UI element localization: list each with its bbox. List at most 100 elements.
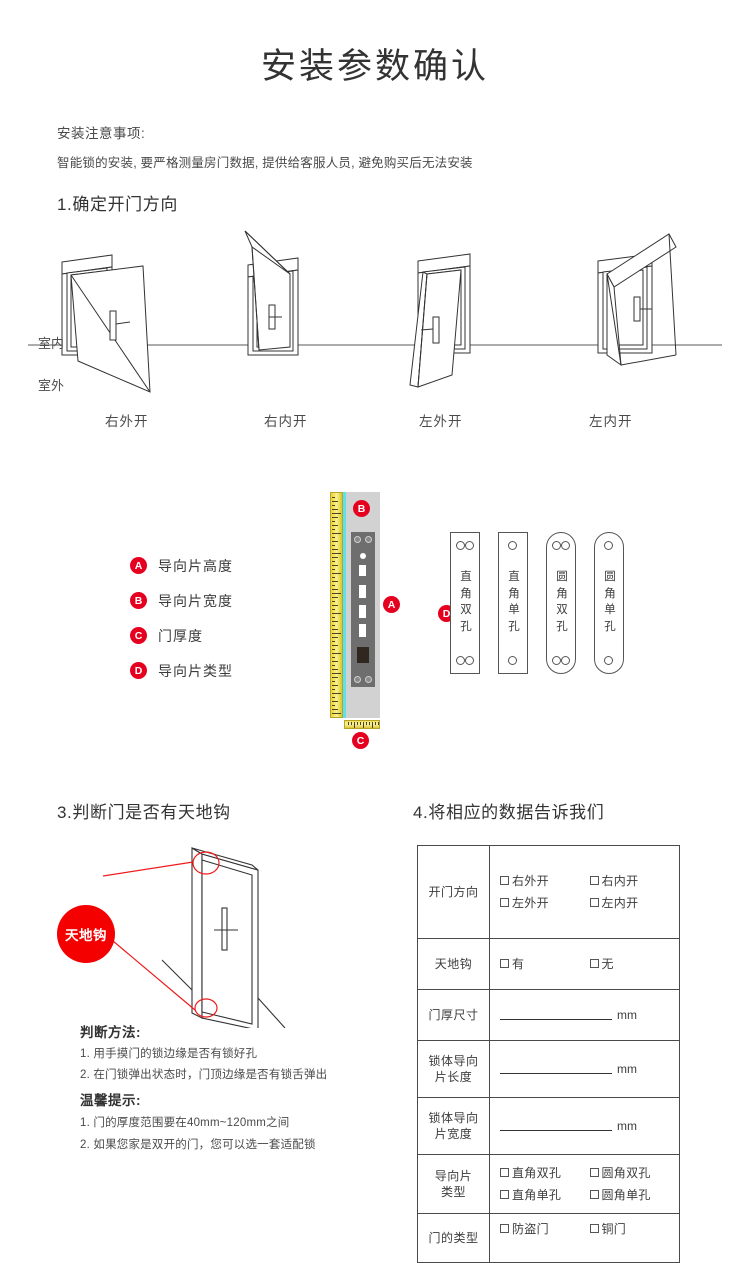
lock-strip-illustration: B A C (330, 492, 400, 749)
legend-label-c: 门厚度 (158, 627, 203, 644)
checkbox-box[interactable] (500, 1168, 509, 1177)
door-diagram-svg (28, 230, 722, 393)
checkbox-copper-door[interactable]: 铜门 (589, 1218, 680, 1240)
hook-callout-bubble: 天地钩 (57, 905, 115, 963)
unit-label: mm (617, 1062, 637, 1076)
notice-heading: 安装注意事项: (57, 126, 146, 141)
checkbox-left-inward[interactable]: 左内开 (589, 892, 680, 914)
marker-c-badge: C (130, 627, 147, 644)
plate-type-2: 直 角 单 孔 (498, 532, 528, 674)
door-thickness-input[interactable]: mm (500, 1008, 637, 1022)
measuring-tape-vertical (330, 492, 343, 718)
legend-item-b: B 导向片宽度 (130, 583, 233, 618)
legend-label-b: 导向片宽度 (158, 592, 233, 609)
hook-door-svg (99, 847, 286, 1031)
plate-width-input[interactable]: mm (500, 1119, 637, 1133)
checkbox-right-outward[interactable]: 右外开 (500, 870, 590, 892)
checkbox-box[interactable] (589, 1168, 599, 1177)
plate-type-1-label: 直 角 双 孔 (460, 571, 472, 633)
row-label-door-type: 门的类型 (418, 1214, 490, 1262)
sky-ground-hook-diagram (40, 838, 370, 1031)
table-row-plate-type: 导向片 类型 直角双孔 圆角双孔 直角单孔 圆角单孔 (418, 1155, 679, 1214)
hook-options: 有 无 (500, 953, 679, 975)
checkbox-box[interactable] (589, 1190, 599, 1199)
row-label-plate-length: 锁体导向 片长度 (418, 1041, 490, 1097)
row-label-plate-type: 导向片 类型 (418, 1155, 490, 1213)
checkbox-left-outward[interactable]: 左外开 (500, 892, 590, 914)
legend-label-d: 导向片类型 (158, 662, 233, 679)
plate-type-2-label: 直 角 单 孔 (508, 571, 520, 633)
guide-plate-types: 直 角 双 孔 直 角 单 孔 圆 角 (450, 532, 650, 702)
plate-type-3-label: 圆 角 双 孔 (556, 571, 568, 633)
unit-label: mm (617, 1008, 637, 1022)
label-indoor: 室内 (38, 336, 65, 351)
marker-c: C (352, 732, 369, 749)
checkbox-box[interactable] (589, 876, 599, 885)
door-caption-4: 左内开 (589, 414, 633, 429)
checkbox-box[interactable] (589, 959, 599, 968)
data-form-table: 开门方向 右外开 右内开 左外开 左内开 天地钩 有 无 门厚尺 (417, 845, 680, 1263)
checkbox-security-door[interactable]: 防盗门 (500, 1218, 590, 1240)
marker-b: B (353, 500, 370, 517)
row-label-open-direction: 开门方向 (418, 846, 490, 938)
plate-type-options: 直角双孔 圆角双孔 直角单孔 圆角单孔 (500, 1162, 679, 1206)
door-caption-1: 右外开 (105, 414, 149, 429)
door-caption-3: 左外开 (419, 414, 463, 429)
checkbox-right-inward[interactable]: 右内开 (589, 870, 680, 892)
section-3-heading: 3.判断门是否有天地钩 (57, 803, 231, 822)
door-direction-diagram (0, 225, 750, 440)
method-item-2: 2. 在门锁弹出状态时，门顶边缘是否有锁舌弹出 (80, 1069, 328, 1081)
checkbox-hook-no[interactable]: 无 (589, 953, 680, 975)
checkbox-hook-yes[interactable]: 有 (500, 953, 590, 975)
section-1-heading: 1.确定开门方向 (57, 195, 178, 214)
row-label-plate-width: 锁体导向 片宽度 (418, 1098, 490, 1154)
plate-type-3: 圆 角 双 孔 (546, 532, 576, 674)
plate-type-4: 圆 角 单 孔 (594, 532, 624, 674)
tips-heading: 温馨提示: (80, 1093, 141, 1108)
open-direction-options: 右外开 右内开 左外开 左内开 (500, 870, 679, 914)
checkbox-round-double[interactable]: 圆角双孔 (589, 1162, 680, 1184)
method-heading: 判断方法: (80, 1025, 141, 1040)
row-label-door-thickness: 门厚尺寸 (418, 990, 490, 1040)
plate-type-1: 直 角 双 孔 (450, 532, 480, 674)
table-row-open-direction: 开门方向 右外开 右内开 左外开 左内开 (418, 846, 679, 939)
measurement-legend: A 导向片高度 B 导向片宽度 C 门厚度 D 导向片类型 (130, 548, 233, 688)
checkbox-box[interactable] (500, 876, 509, 885)
section-4-heading: 4.将相应的数据告诉我们 (413, 803, 605, 822)
marker-a-badge: A (130, 557, 147, 574)
table-row-plate-length: 锁体导向 片长度 mm (418, 1041, 679, 1098)
table-row-hook: 天地钩 有 无 (418, 939, 679, 990)
checkbox-box[interactable] (500, 1190, 509, 1199)
legend-item-a: A 导向片高度 (130, 548, 233, 583)
legend-item-c: C 门厚度 (130, 618, 233, 653)
table-row-plate-width: 锁体导向 片宽度 mm (418, 1098, 679, 1155)
write-in-rule[interactable] (500, 1121, 612, 1131)
lock-faceplate (351, 532, 375, 687)
write-in-rule[interactable] (500, 1064, 612, 1074)
checkbox-box[interactable] (500, 898, 509, 907)
write-in-rule[interactable] (500, 1010, 612, 1020)
checkbox-box[interactable] (500, 959, 509, 968)
row-label-hook: 天地钩 (418, 939, 490, 989)
checkbox-square-double[interactable]: 直角双孔 (500, 1162, 590, 1184)
plate-type-4-label: 圆 角 单 孔 (604, 571, 616, 633)
checkbox-box[interactable] (589, 1224, 599, 1233)
notice-body: 智能锁的安装, 要严格测量房门数据, 提供给客服人员, 避免购买后无法安装 (57, 156, 473, 170)
label-outdoor: 室外 (38, 378, 65, 393)
marker-d-badge: D (130, 662, 147, 679)
tips-item-1: 1. 门的厚度范围要在40mm~120mm之间 (80, 1117, 290, 1129)
plate-length-input[interactable]: mm (500, 1062, 637, 1076)
checkbox-square-single[interactable]: 直角单孔 (500, 1184, 590, 1206)
tape-edge-highlight (343, 492, 346, 718)
checkbox-box[interactable] (589, 898, 599, 907)
tips-item-2: 2. 如果您家是双开的门，您可以选一套适配锁 (80, 1139, 316, 1151)
page-title: 安装参数确认 (260, 47, 489, 86)
table-row-door-type: 门的类型 防盗门 铜门 (418, 1214, 679, 1263)
checkbox-box[interactable] (500, 1224, 509, 1233)
door-caption-2: 右内开 (264, 414, 308, 429)
marker-b-badge: B (130, 592, 147, 609)
table-row-door-thickness: 门厚尺寸 mm (418, 990, 679, 1041)
legend-label-a: 导向片高度 (158, 557, 233, 574)
checkbox-round-single[interactable]: 圆角单孔 (589, 1184, 680, 1206)
